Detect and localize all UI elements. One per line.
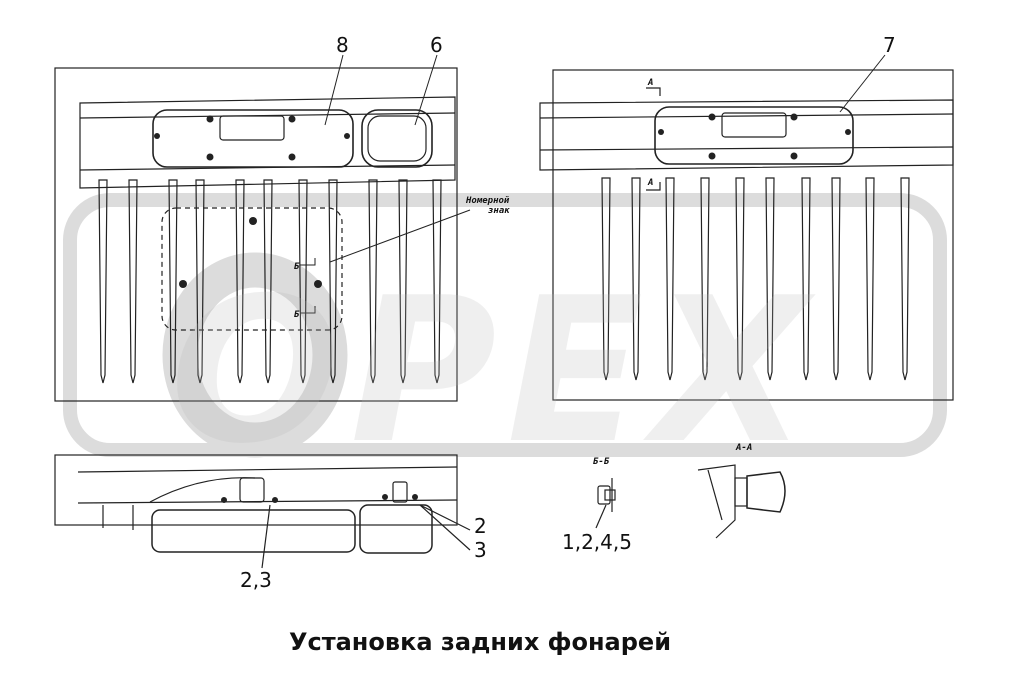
watermark-text: ОРЕХ bbox=[170, 255, 818, 488]
rib bbox=[700, 177, 710, 381]
rib bbox=[801, 177, 811, 381]
callout-8: 8 bbox=[336, 33, 349, 57]
callout-2-3: 2,3 bbox=[240, 568, 272, 592]
rib bbox=[900, 177, 910, 381]
section-mark-a-bottom: А bbox=[648, 178, 654, 188]
rib bbox=[235, 179, 245, 384]
section-mark-a-top: А bbox=[648, 78, 654, 88]
rib bbox=[263, 179, 273, 384]
section-mark-b-top: Б bbox=[294, 262, 300, 272]
rib bbox=[398, 179, 408, 384]
callout-3: 3 bbox=[474, 538, 487, 562]
section-mark-b-bottom: Б bbox=[294, 310, 300, 320]
drawing-caption: Установка задних фонарей bbox=[288, 628, 672, 656]
callout-6: 6 bbox=[430, 33, 443, 57]
rib bbox=[195, 179, 205, 384]
watermark-logo bbox=[63, 193, 947, 458]
rib bbox=[765, 177, 775, 381]
rib bbox=[432, 179, 442, 384]
callout-1-2-4-5: 1,2,4,5 bbox=[562, 530, 632, 554]
rib bbox=[865, 177, 875, 381]
rib bbox=[298, 179, 308, 384]
callout-7: 7 bbox=[883, 33, 896, 57]
rib bbox=[665, 177, 675, 381]
rib bbox=[168, 179, 178, 384]
rib bbox=[368, 179, 378, 384]
rib bbox=[98, 179, 108, 384]
plate-label-line1: Номерной bbox=[466, 196, 510, 206]
rib bbox=[328, 179, 338, 384]
section-bb-label: Б-Б bbox=[593, 457, 610, 467]
rib bbox=[601, 177, 611, 381]
section-aa-label: А-А bbox=[736, 443, 753, 453]
left-view bbox=[54, 67, 458, 402]
section-bb-detail bbox=[595, 478, 616, 529]
callout-2: 2 bbox=[474, 514, 487, 538]
section-aa-detail bbox=[697, 464, 786, 539]
leader-lines bbox=[300, 54, 886, 314]
rib bbox=[631, 177, 641, 381]
right-view bbox=[539, 69, 954, 401]
rib bbox=[128, 179, 138, 384]
side-view bbox=[54, 454, 471, 569]
rib bbox=[831, 177, 841, 381]
rib bbox=[735, 177, 745, 381]
plate-label-line2: знак bbox=[488, 206, 510, 216]
